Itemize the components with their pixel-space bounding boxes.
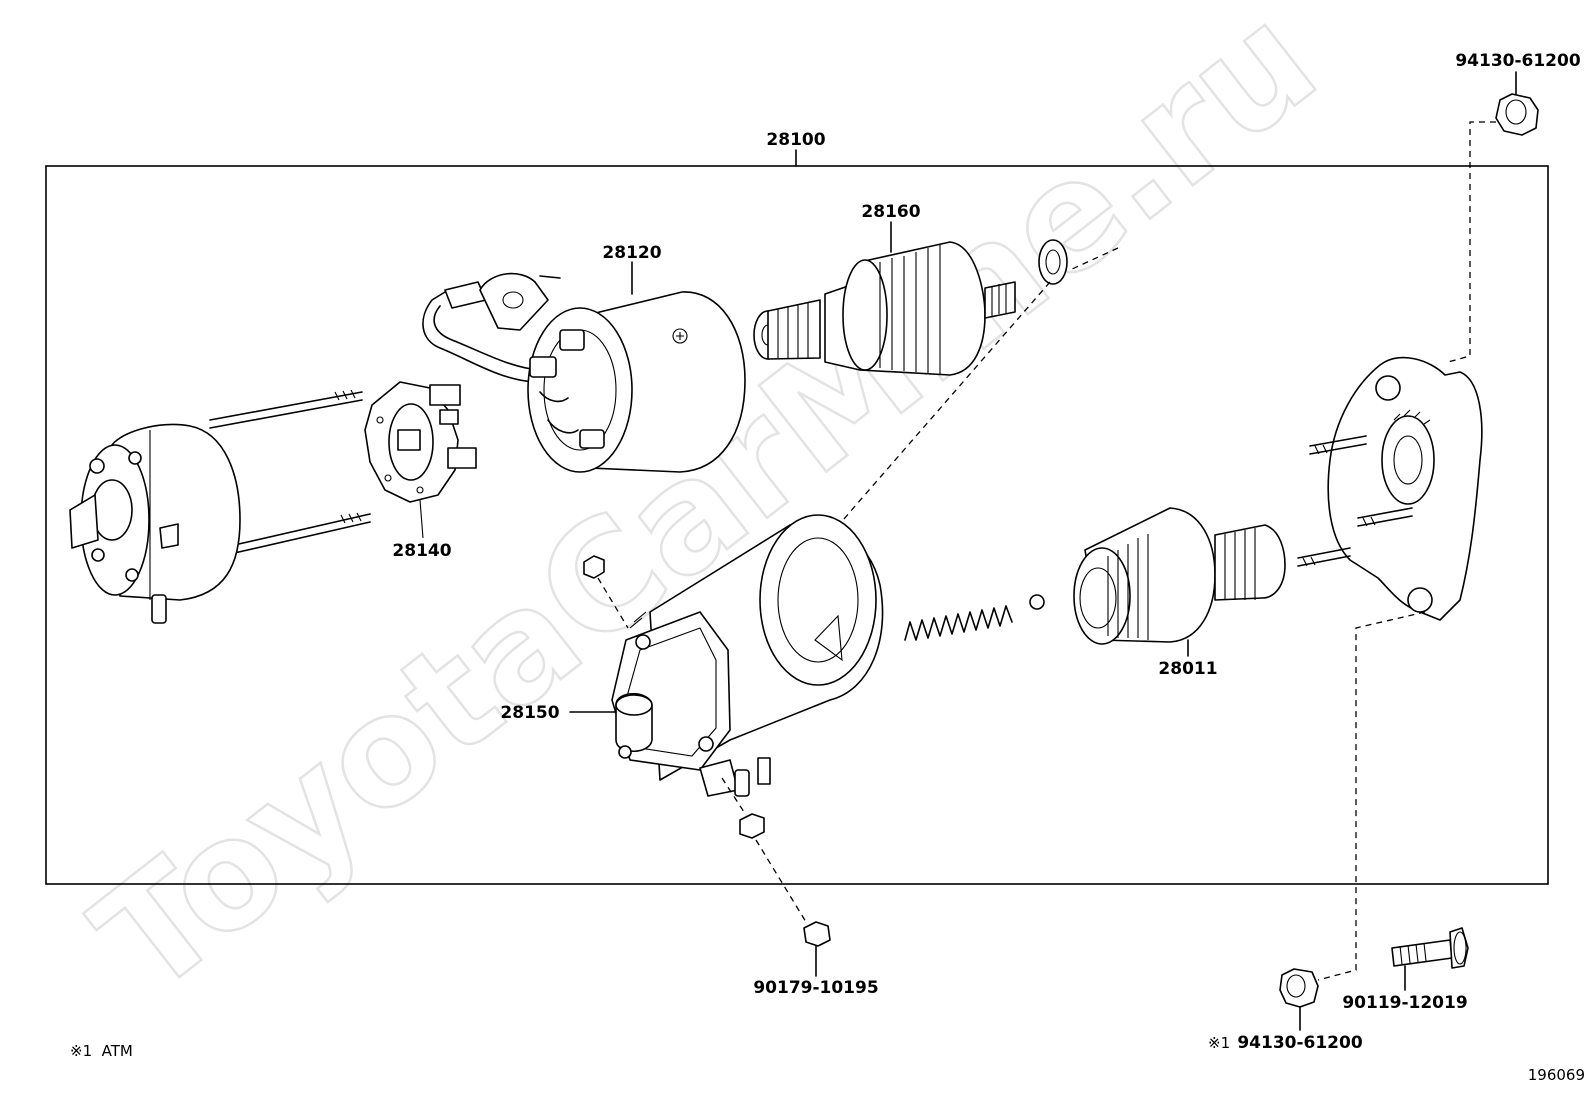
label-28140[interactable]: 28140 bbox=[392, 541, 451, 561]
part-yoke-28120[interactable] bbox=[422, 272, 746, 473]
label-28150[interactable]: 28150 bbox=[500, 703, 559, 723]
part-nut-bottom-right[interactable] bbox=[1279, 968, 1319, 1008]
part-steel-ball[interactable] bbox=[1029, 594, 1045, 610]
part-armature-28160[interactable] bbox=[753, 241, 1016, 376]
part-bolt[interactable] bbox=[1391, 927, 1469, 969]
label-28100[interactable]: 28100 bbox=[766, 130, 825, 150]
part-commutator-end-frame[interactable] bbox=[69, 389, 371, 624]
label-94130-61200-top[interactable]: 94130-61200 bbox=[1455, 51, 1581, 71]
assembly-frame bbox=[45, 165, 1549, 885]
part-spring[interactable] bbox=[904, 605, 1013, 641]
part-washer[interactable] bbox=[1038, 239, 1068, 285]
label-atm-mark: ※1 bbox=[1208, 1034, 1230, 1052]
watermark-text: ToyotaCarMine.ru bbox=[65, 0, 1347, 1028]
label-90179-10195[interactable]: 90179-10195 bbox=[753, 978, 878, 998]
alignment-line-lower-nut bbox=[721, 777, 807, 923]
alignment-line-bottom-right bbox=[1317, 611, 1426, 981]
label-28160[interactable]: 28160 bbox=[861, 202, 920, 222]
footnote-atm: ※1 ATM bbox=[70, 1042, 133, 1060]
part-nut-upper[interactable] bbox=[583, 555, 605, 579]
part-magnetic-switch-housing-28150[interactable] bbox=[611, 514, 884, 797]
part-starter-clutch-28011[interactable] bbox=[1073, 507, 1286, 645]
part-drive-housing[interactable] bbox=[1297, 356, 1483, 621]
part-nut-top-right[interactable] bbox=[1495, 93, 1539, 136]
label-28120[interactable]: 28120 bbox=[602, 243, 661, 263]
alignment-line-top-nut bbox=[1447, 121, 1496, 363]
alignment-line-upper-nut bbox=[597, 577, 629, 629]
alignment-line-center bbox=[755, 247, 1119, 621]
watermark: ToyotaCarMine.ru bbox=[64, 0, 1349, 1030]
part-nut-lower[interactable] bbox=[739, 813, 765, 839]
part-nut-bottom[interactable] bbox=[803, 921, 831, 947]
label-28011[interactable]: 28011 bbox=[1158, 659, 1217, 679]
part-brush-holder-28140[interactable] bbox=[364, 381, 477, 539]
label-90119-12019[interactable]: 90119-12019 bbox=[1342, 993, 1467, 1013]
diagram-id: 196069 bbox=[1528, 1066, 1585, 1084]
label-94130-61200-bottom[interactable]: 94130-61200 bbox=[1237, 1033, 1363, 1053]
